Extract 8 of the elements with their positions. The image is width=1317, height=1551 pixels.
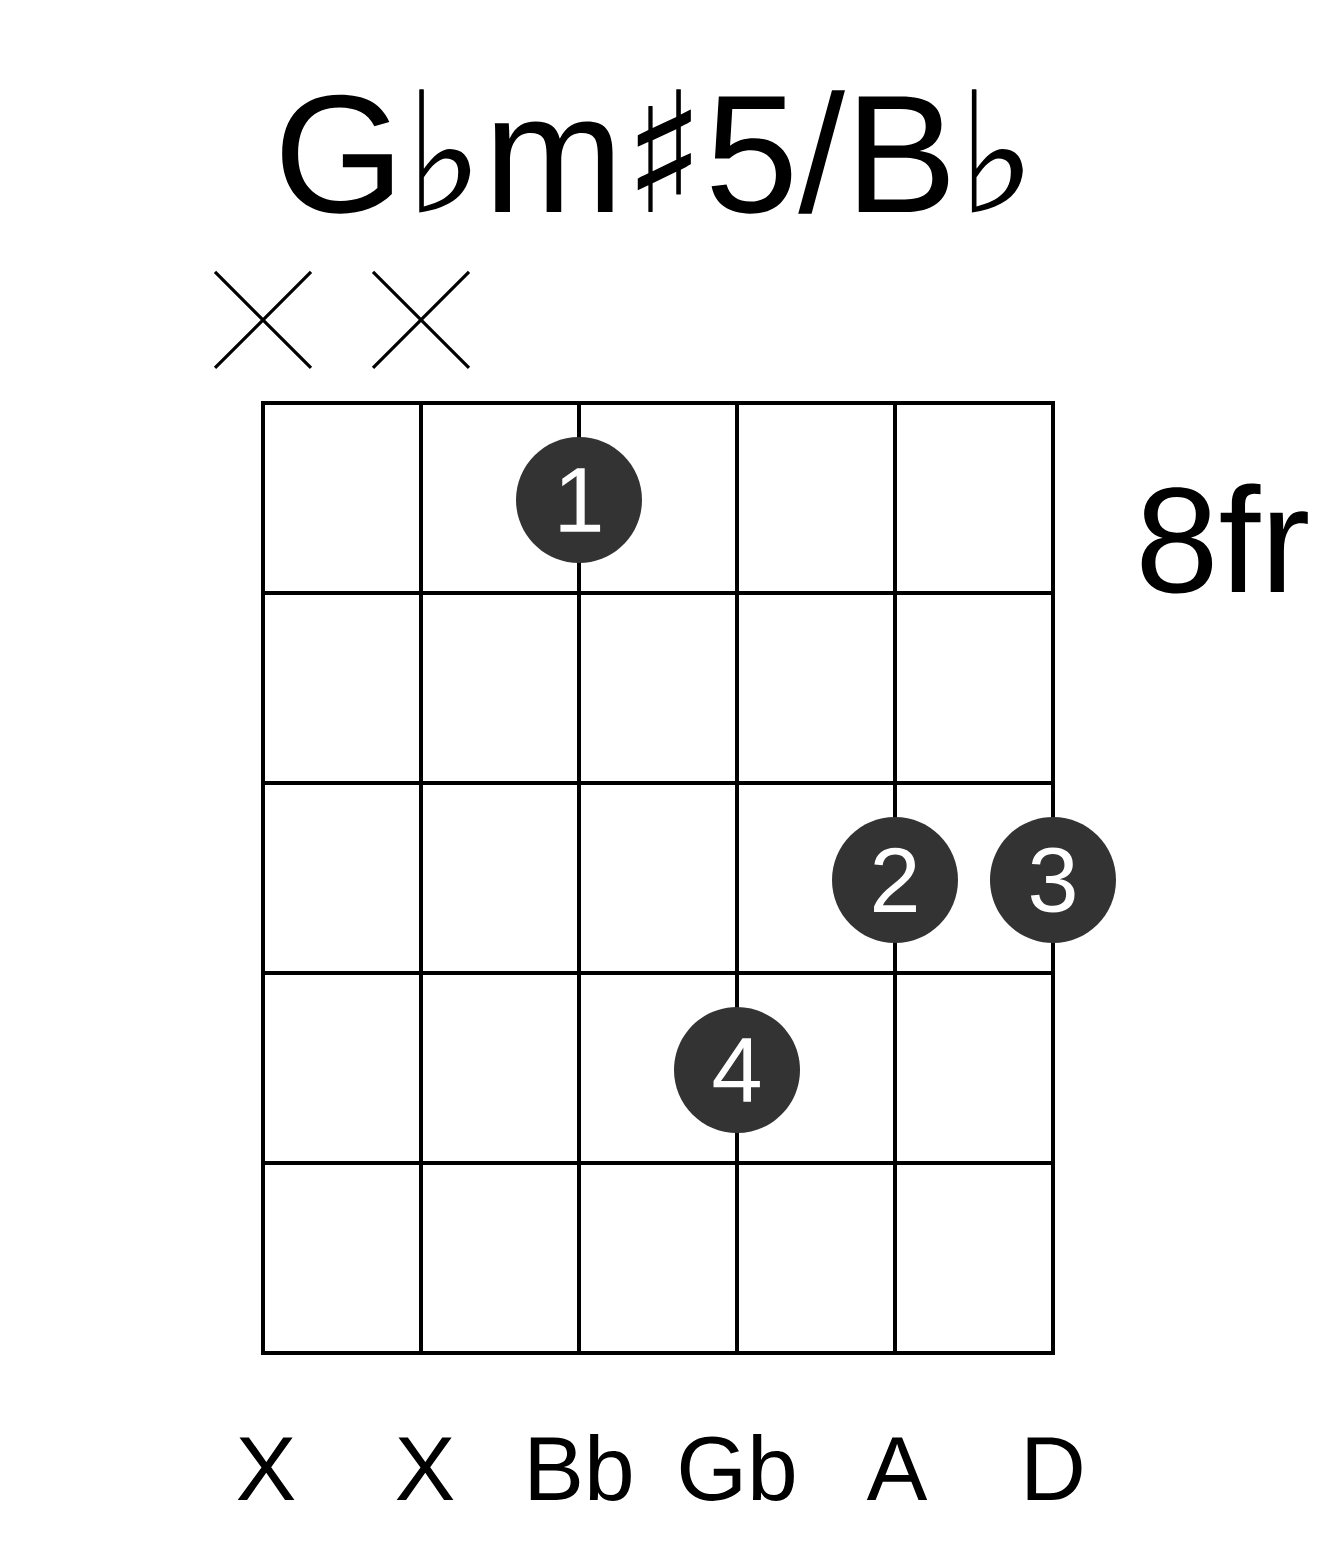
string-label: X bbox=[396, 1437, 454, 1500]
note-name: D bbox=[1027, 1437, 1082, 1500]
chord-title: G♭m♯5/B♭ bbox=[282, 89, 1023, 214]
string-label: X bbox=[237, 1437, 295, 1500]
note-name: Bb bbox=[530, 1434, 631, 1501]
note-name: Gb bbox=[680, 1434, 794, 1501]
note-name: A bbox=[866, 1437, 928, 1500]
fret-number: 8fr bbox=[1141, 483, 1308, 594]
